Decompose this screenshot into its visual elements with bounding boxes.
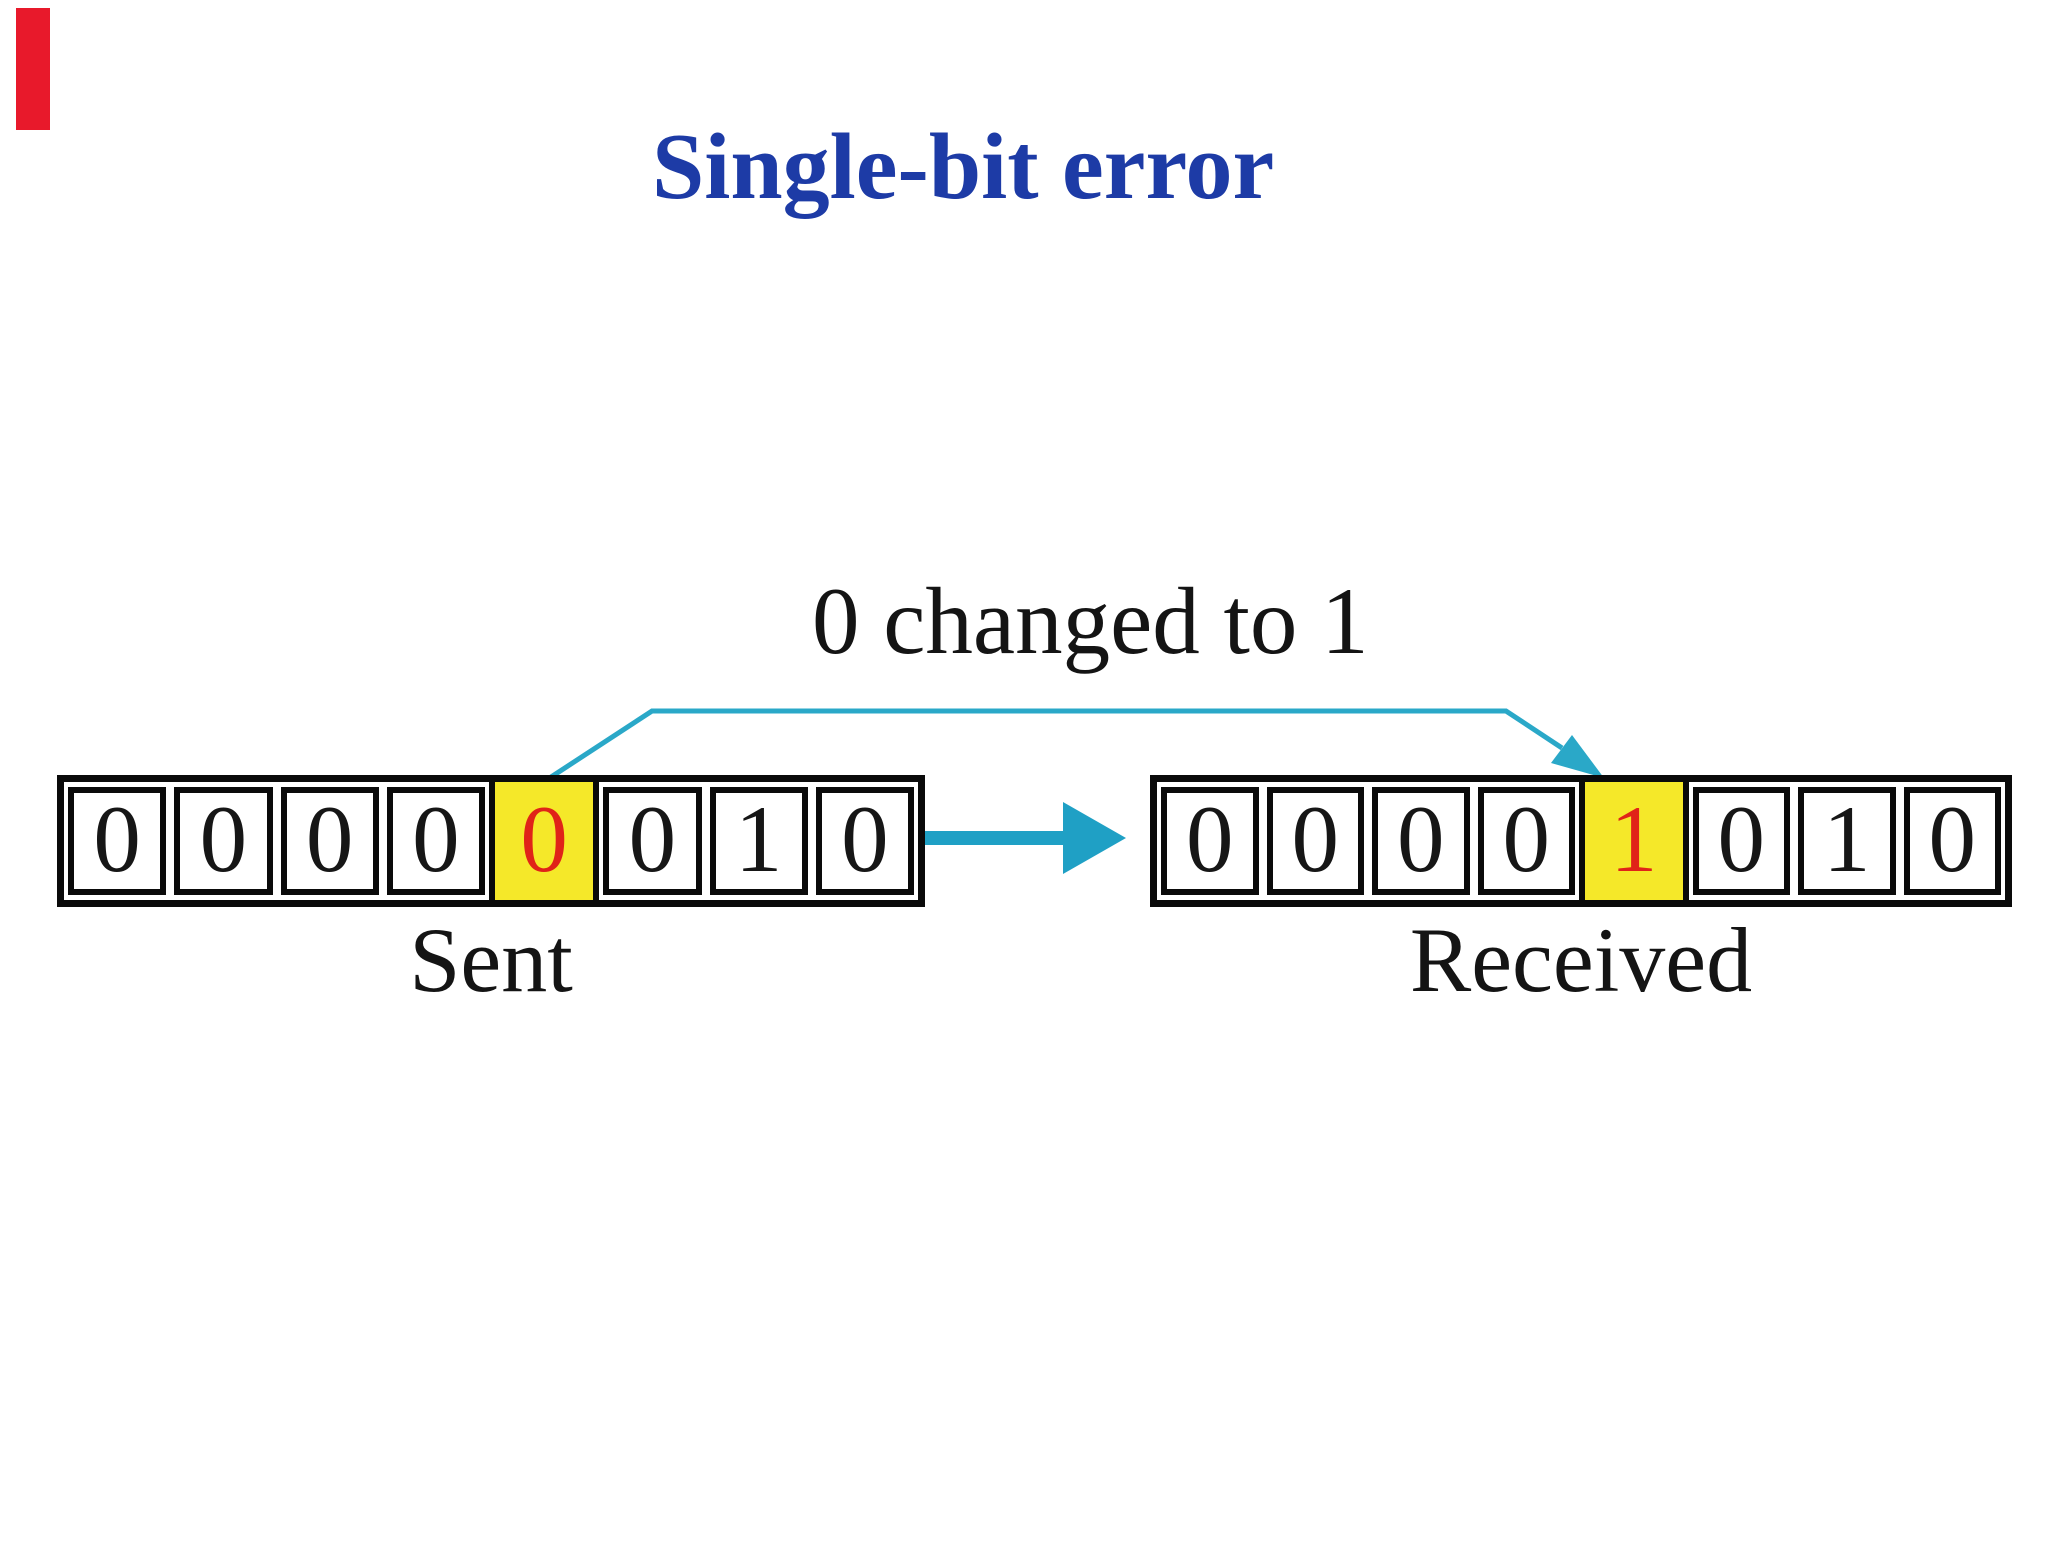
bit-value: 0 <box>305 785 354 892</box>
bit-cell-highlighted: 1 <box>1579 782 1689 900</box>
bit-cell: 1 <box>706 782 812 900</box>
bit-cell-box: 0 <box>1161 787 1259 895</box>
bit-change-annotation: 0 changed to 1 <box>812 568 1369 674</box>
bit-cell: 0 <box>1900 782 2006 900</box>
bit-cell-box: 0 <box>68 785 167 895</box>
bit-cell-highlighted: 0 <box>489 782 600 900</box>
bit-flip-connector-line <box>546 708 1564 782</box>
bit-cell-box: 0 <box>1692 785 1790 895</box>
bit-value: 1 <box>734 785 783 892</box>
bit-value: 0 <box>1291 785 1340 892</box>
bit-cell-box: 0 <box>815 785 914 895</box>
bit-cell-box: 0 <box>603 785 702 895</box>
bit-cell: 0 <box>1157 782 1263 900</box>
bit-cell-box: 0 <box>495 782 593 900</box>
bit-value: 0 <box>199 785 248 892</box>
sent-label: Sent <box>409 909 573 1011</box>
bit-cell-box: 0 <box>1266 785 1364 895</box>
bit-value: 1 <box>1823 785 1871 892</box>
bit-cell-box: 1 <box>1585 782 1683 900</box>
bit-value: 0 <box>841 785 889 892</box>
bit-cell: 0 <box>383 782 489 900</box>
bit-value: 0 <box>1502 785 1551 892</box>
bit-cell-box: 0 <box>1477 785 1575 895</box>
bit-cell: 0 <box>812 782 918 900</box>
bit-value: 0 <box>1186 785 1234 892</box>
bit-cell-box: 0 <box>280 785 379 895</box>
bit-cell-box: 0 <box>174 785 273 895</box>
bit-cell-box: 0 <box>1372 787 1470 895</box>
transmission-arrow-icon <box>925 802 1126 874</box>
bit-cell: 1 <box>1794 782 1900 900</box>
bit-value: 0 <box>93 785 141 892</box>
bit-value: 0 <box>520 785 568 892</box>
bit-cell: 0 <box>64 782 170 900</box>
bit-cell: 0 <box>277 782 383 900</box>
bit-cell-box: 1 <box>1798 787 1896 895</box>
bit-cell-box: 0 <box>1903 785 2001 895</box>
bit-cell: 0 <box>1368 782 1474 900</box>
page-title: Single-bit error <box>652 115 1275 219</box>
bit-cell: 0 <box>170 782 276 900</box>
bit-value: 0 <box>1928 785 1977 892</box>
bit-value: 0 <box>412 785 460 892</box>
bit-cell: 0 <box>599 782 705 900</box>
bit-value: 1 <box>1610 785 1658 892</box>
bit-value: 0 <box>1717 785 1766 892</box>
bit-cell-box: 1 <box>709 785 808 895</box>
bit-value: 0 <box>628 785 677 892</box>
received-label: Received <box>1409 909 1753 1011</box>
bit-cell: 0 <box>1474 782 1580 900</box>
bit-value: 0 <box>1397 785 1445 892</box>
bit-cell: 0 <box>1689 782 1795 900</box>
slide-accent-bar <box>16 8 50 130</box>
bit-cell-box: 0 <box>386 785 485 895</box>
bit-flip-arrowhead-icon <box>1551 735 1604 778</box>
bit-cell: 0 <box>1263 782 1369 900</box>
